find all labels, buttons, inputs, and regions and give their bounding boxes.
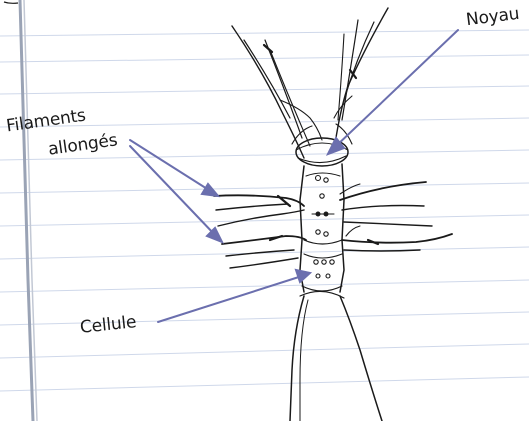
arrow-cellule — [158, 270, 310, 322]
arrow-filaments-upper — [130, 140, 218, 196]
annotation-arrows — [130, 30, 458, 322]
ruled-lines — [0, 30, 529, 391]
top-left-mark — [4, 2, 18, 3]
arrow-noyau — [328, 30, 458, 154]
